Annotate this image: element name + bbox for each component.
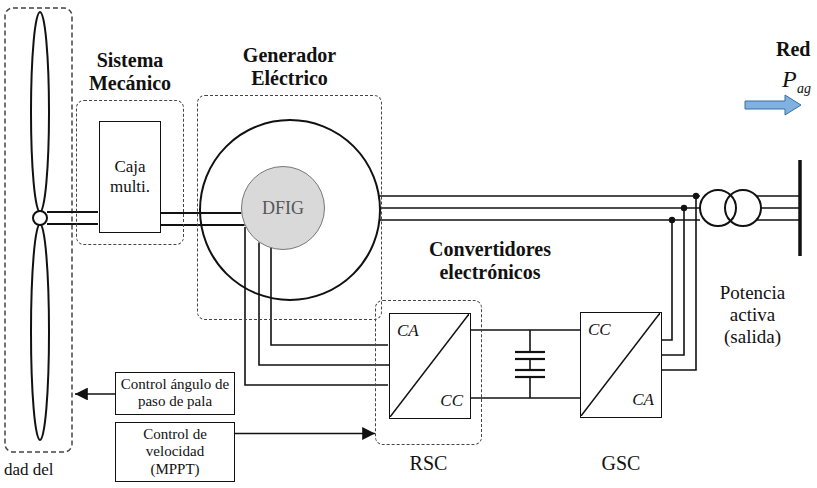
rotor-wire [271, 248, 388, 346]
converter-diagonal [390, 314, 469, 417]
box-text: Control de velocidad (MPPT) [120, 426, 230, 478]
transformer-symbol [725, 190, 761, 226]
terminal-label: CC [588, 320, 611, 340]
group-outline: RSCCACC [375, 300, 482, 445]
capacitor-lead [529, 359, 531, 370]
grid-bus [798, 160, 802, 256]
connector-line [161, 212, 241, 214]
junction-dot [693, 193, 699, 199]
stator-circle [200, 120, 380, 300]
rotor-wire [245, 227, 388, 385]
hub-symbol [33, 211, 47, 225]
note-label: Potencia activa (salida) [705, 282, 800, 348]
grid-wire [756, 219, 800, 221]
terminal-label: CA [397, 321, 419, 341]
dc-rail [470, 397, 580, 399]
process-box: Caja multi. [99, 121, 161, 233]
control-box: Control ángulo de paso de pala [115, 372, 235, 415]
connector-arrow [235, 433, 375, 435]
symbol-label: P [782, 66, 797, 94]
converter-box: CA CC [389, 313, 471, 419]
box-text: Control ángulo de paso de pala [120, 376, 230, 411]
box-text: DFIG [262, 198, 304, 219]
connector-line [259, 242, 389, 365]
capacitor-lead [529, 377, 531, 398]
converter-diagonal [581, 313, 660, 416]
shaft-line [47, 223, 98, 225]
capacitor-lead [529, 330, 531, 352]
group-heading: Generador Eléctrico [205, 44, 375, 90]
grid-wire [756, 195, 800, 197]
grid-label: Red [776, 38, 810, 61]
subscript-label: ag [797, 81, 811, 97]
group-outline: Generador EléctricoDFIG [197, 95, 382, 320]
control-box: Control de velocidad (MPPT) [115, 422, 235, 482]
gsc-wire [662, 220, 672, 340]
converter-box: CCCAGSC [580, 312, 662, 418]
junction-dot [669, 217, 675, 223]
part-name: RSC [369, 452, 489, 475]
turbine-group-outline [5, 8, 72, 452]
section-heading: Convertidores electrónicos [390, 238, 590, 284]
control-arrow [75, 393, 115, 395]
stator-wire [379, 195, 700, 197]
capacitor-symbol [515, 369, 545, 371]
rotor-circle: DFIG [241, 166, 325, 250]
shaft-line [47, 211, 98, 213]
power-arrow [745, 95, 801, 115]
stator-wire [379, 219, 700, 221]
junction-dot [681, 205, 687, 211]
blade-symbol [31, 224, 49, 440]
group-outline: Sistema MecánicoCaja multi. [76, 100, 184, 245]
group-heading: Sistema Mecánico [74, 49, 186, 95]
part-name: GSC [561, 452, 681, 475]
shaft-line [161, 224, 245, 226]
blade-symbol [31, 12, 49, 212]
gsc-wire [662, 208, 684, 355]
cut-off-label: dad del [4, 460, 54, 480]
grid-wire [761, 207, 800, 209]
box-text: Caja multi. [104, 157, 156, 196]
capacitor-symbol [515, 351, 545, 353]
stator-wire [380, 207, 700, 209]
terminal-label: CA [632, 390, 654, 410]
gsc-wire [662, 196, 696, 370]
terminal-label: CC [440, 391, 463, 411]
connector-line [471, 329, 580, 331]
